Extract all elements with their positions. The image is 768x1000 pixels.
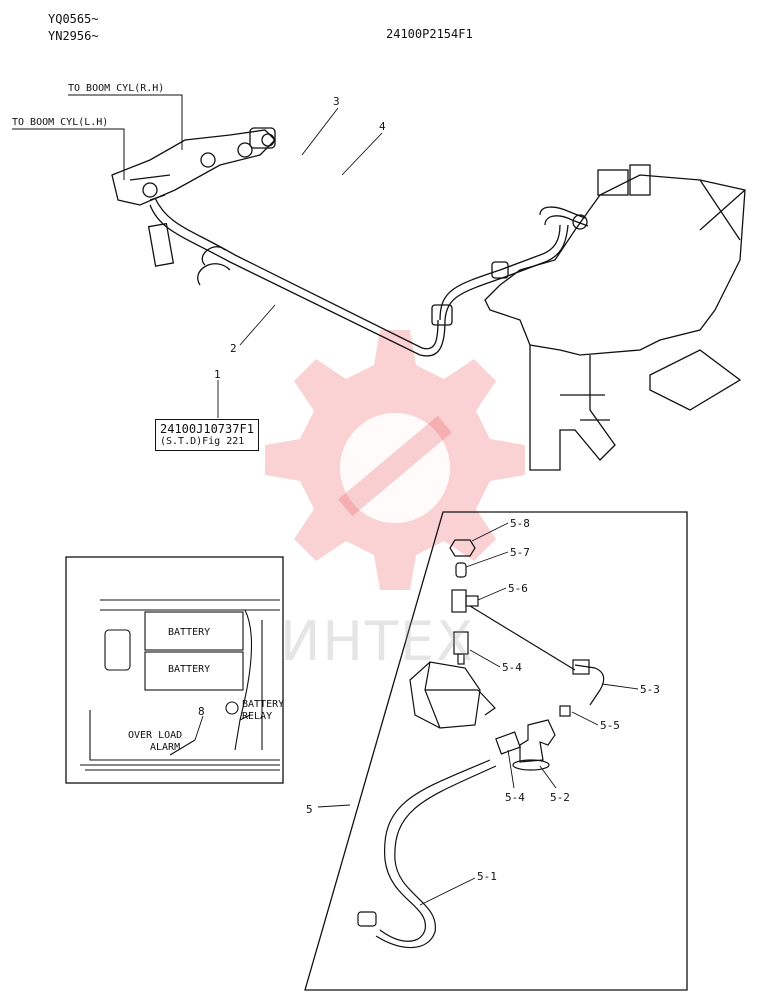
battery-relay-label-1: BATTERY bbox=[242, 699, 285, 710]
watermark-gear-hole bbox=[340, 413, 450, 523]
callout-5: 5 bbox=[306, 803, 313, 816]
watermark-text: ИНТЕХ bbox=[280, 610, 476, 673]
serial-range-1: YQ0565~ bbox=[48, 12, 99, 26]
callout-5-2: 5-2 bbox=[550, 791, 570, 804]
callout-5-5: 5-5 bbox=[600, 719, 620, 732]
to-boom-rh-label: TO BOOM CYL(R.H) bbox=[68, 83, 165, 94]
battery-label-2: BATTERY bbox=[168, 664, 211, 675]
overload-label-1: OVER LOAD bbox=[128, 730, 183, 741]
reference-part-number: 24100J10737F1 bbox=[160, 422, 254, 436]
callout-1: 1 bbox=[214, 368, 221, 381]
callout-5-4-bottom: 5-4 bbox=[505, 791, 525, 804]
callout-5-7: 5-7 bbox=[510, 546, 530, 559]
callout-8: 8 bbox=[198, 705, 205, 718]
reference-box: 24100J10737F1 (S.T.D)Fig 221 bbox=[155, 419, 259, 452]
reference-figure: (S.T.D)Fig 221 bbox=[160, 436, 245, 448]
battery-relay-label-2: RELAY bbox=[242, 711, 273, 722]
serial-range-2: YN2956~ bbox=[48, 29, 99, 43]
detail-frame bbox=[304, 511, 688, 991]
watermark-wrench-icon bbox=[338, 415, 452, 517]
callout-5-8: 5-8 bbox=[510, 517, 530, 530]
callout-2: 2 bbox=[230, 342, 237, 355]
callout-5-3: 5-3 bbox=[640, 683, 660, 696]
callout-5-1: 5-1 bbox=[477, 870, 497, 883]
callout-3: 3 bbox=[333, 95, 340, 108]
battery-label-1: BATTERY bbox=[168, 627, 211, 638]
to-boom-lh-label: TO BOOM CYL(L.H) bbox=[12, 117, 109, 128]
callout-4: 4 bbox=[379, 120, 386, 133]
callout-5-6: 5-6 bbox=[508, 582, 528, 595]
overload-label-2: ALARM bbox=[150, 742, 181, 753]
drawing-number: 24100P2154F1 bbox=[386, 27, 473, 41]
callout-5-4-top: 5-4 bbox=[502, 661, 522, 674]
